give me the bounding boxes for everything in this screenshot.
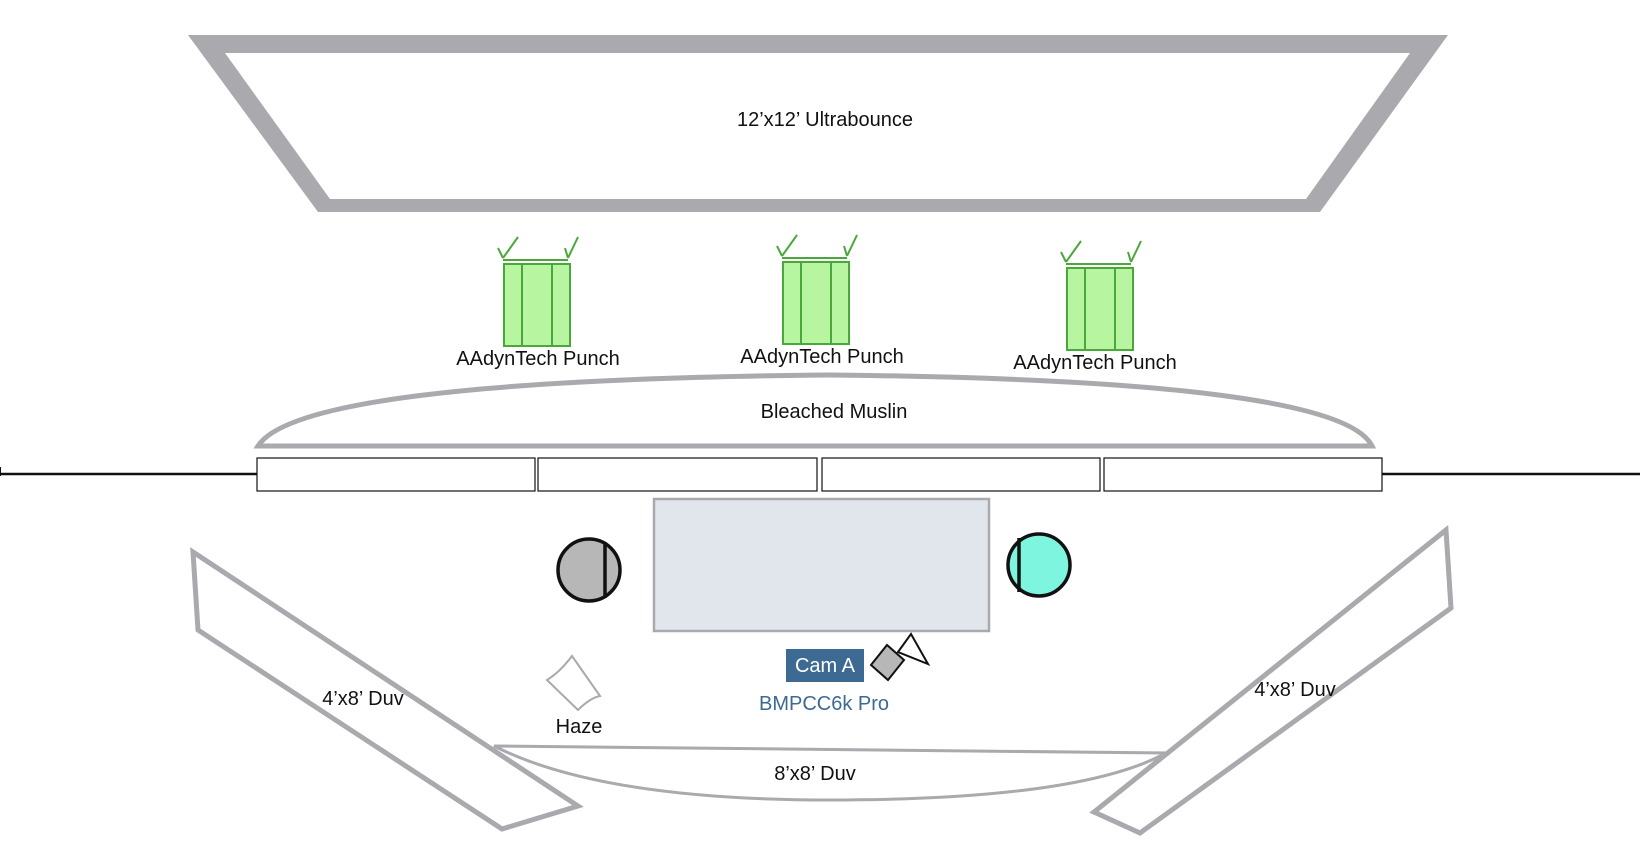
led-panel-light-icon <box>1060 240 1142 351</box>
backdrop-panel <box>537 457 818 492</box>
light-3-label: AAdynTech Punch <box>1013 352 1176 374</box>
haze-label: Haze <box>556 716 603 738</box>
haze: Haze <box>545 654 603 738</box>
muslin-frame <box>253 372 1377 449</box>
left-duv-label: 4’x8’ Duv <box>322 688 404 710</box>
cam-badge <box>786 649 864 682</box>
left-duv-frame <box>190 547 584 832</box>
backdrop-panel <box>1103 457 1383 492</box>
light-3: AAdynTech Punch <box>1013 240 1177 374</box>
overhead-frame <box>188 35 1448 212</box>
led-panel-light-icon <box>776 234 858 345</box>
bottom-duv-label: 8’x8’ Duv <box>774 763 856 785</box>
led-panel-light-icon <box>497 236 579 347</box>
light-2-label: AAdynTech Punch <box>740 346 903 368</box>
person-left-icon <box>556 537 622 603</box>
right-duv-frame <box>1089 525 1454 836</box>
light-2: AAdynTech Punch <box>740 234 904 368</box>
bottom-duv: 8’x8’ Duv <box>493 744 1172 802</box>
person-right-icon <box>1006 532 1072 598</box>
right-duv: 4’x8’ Duv <box>1089 525 1454 836</box>
cam-model-label: BMPCC6k Pro <box>759 693 889 715</box>
right-duv-label: 4’x8’ Duv <box>1254 679 1336 701</box>
light-1: AAdynTech Punch <box>456 236 620 370</box>
haze-icon <box>545 654 602 712</box>
backdrop-panel <box>821 457 1101 492</box>
bottom-duv-frame <box>493 744 1172 802</box>
overhead-label: 12’x12’ Ultrabounce <box>737 109 913 131</box>
left-duv: 4’x8’ Duv <box>190 547 584 832</box>
camera-icon <box>869 632 931 682</box>
table <box>652 497 991 633</box>
overhead-ultrabounce: 12’x12’ Ultrabounce <box>188 35 1448 212</box>
backdrop-panel <box>256 457 536 492</box>
backdrop-wall <box>0 457 1640 492</box>
camera-a: Cam A BMPCC6k Pro <box>759 632 931 715</box>
cam-badge-label: Cam A <box>795 655 856 677</box>
light-1-label: AAdynTech Punch <box>456 348 619 370</box>
muslin-label: Bleached Muslin <box>761 401 908 423</box>
bleached-muslin: Bleached Muslin <box>253 372 1377 449</box>
